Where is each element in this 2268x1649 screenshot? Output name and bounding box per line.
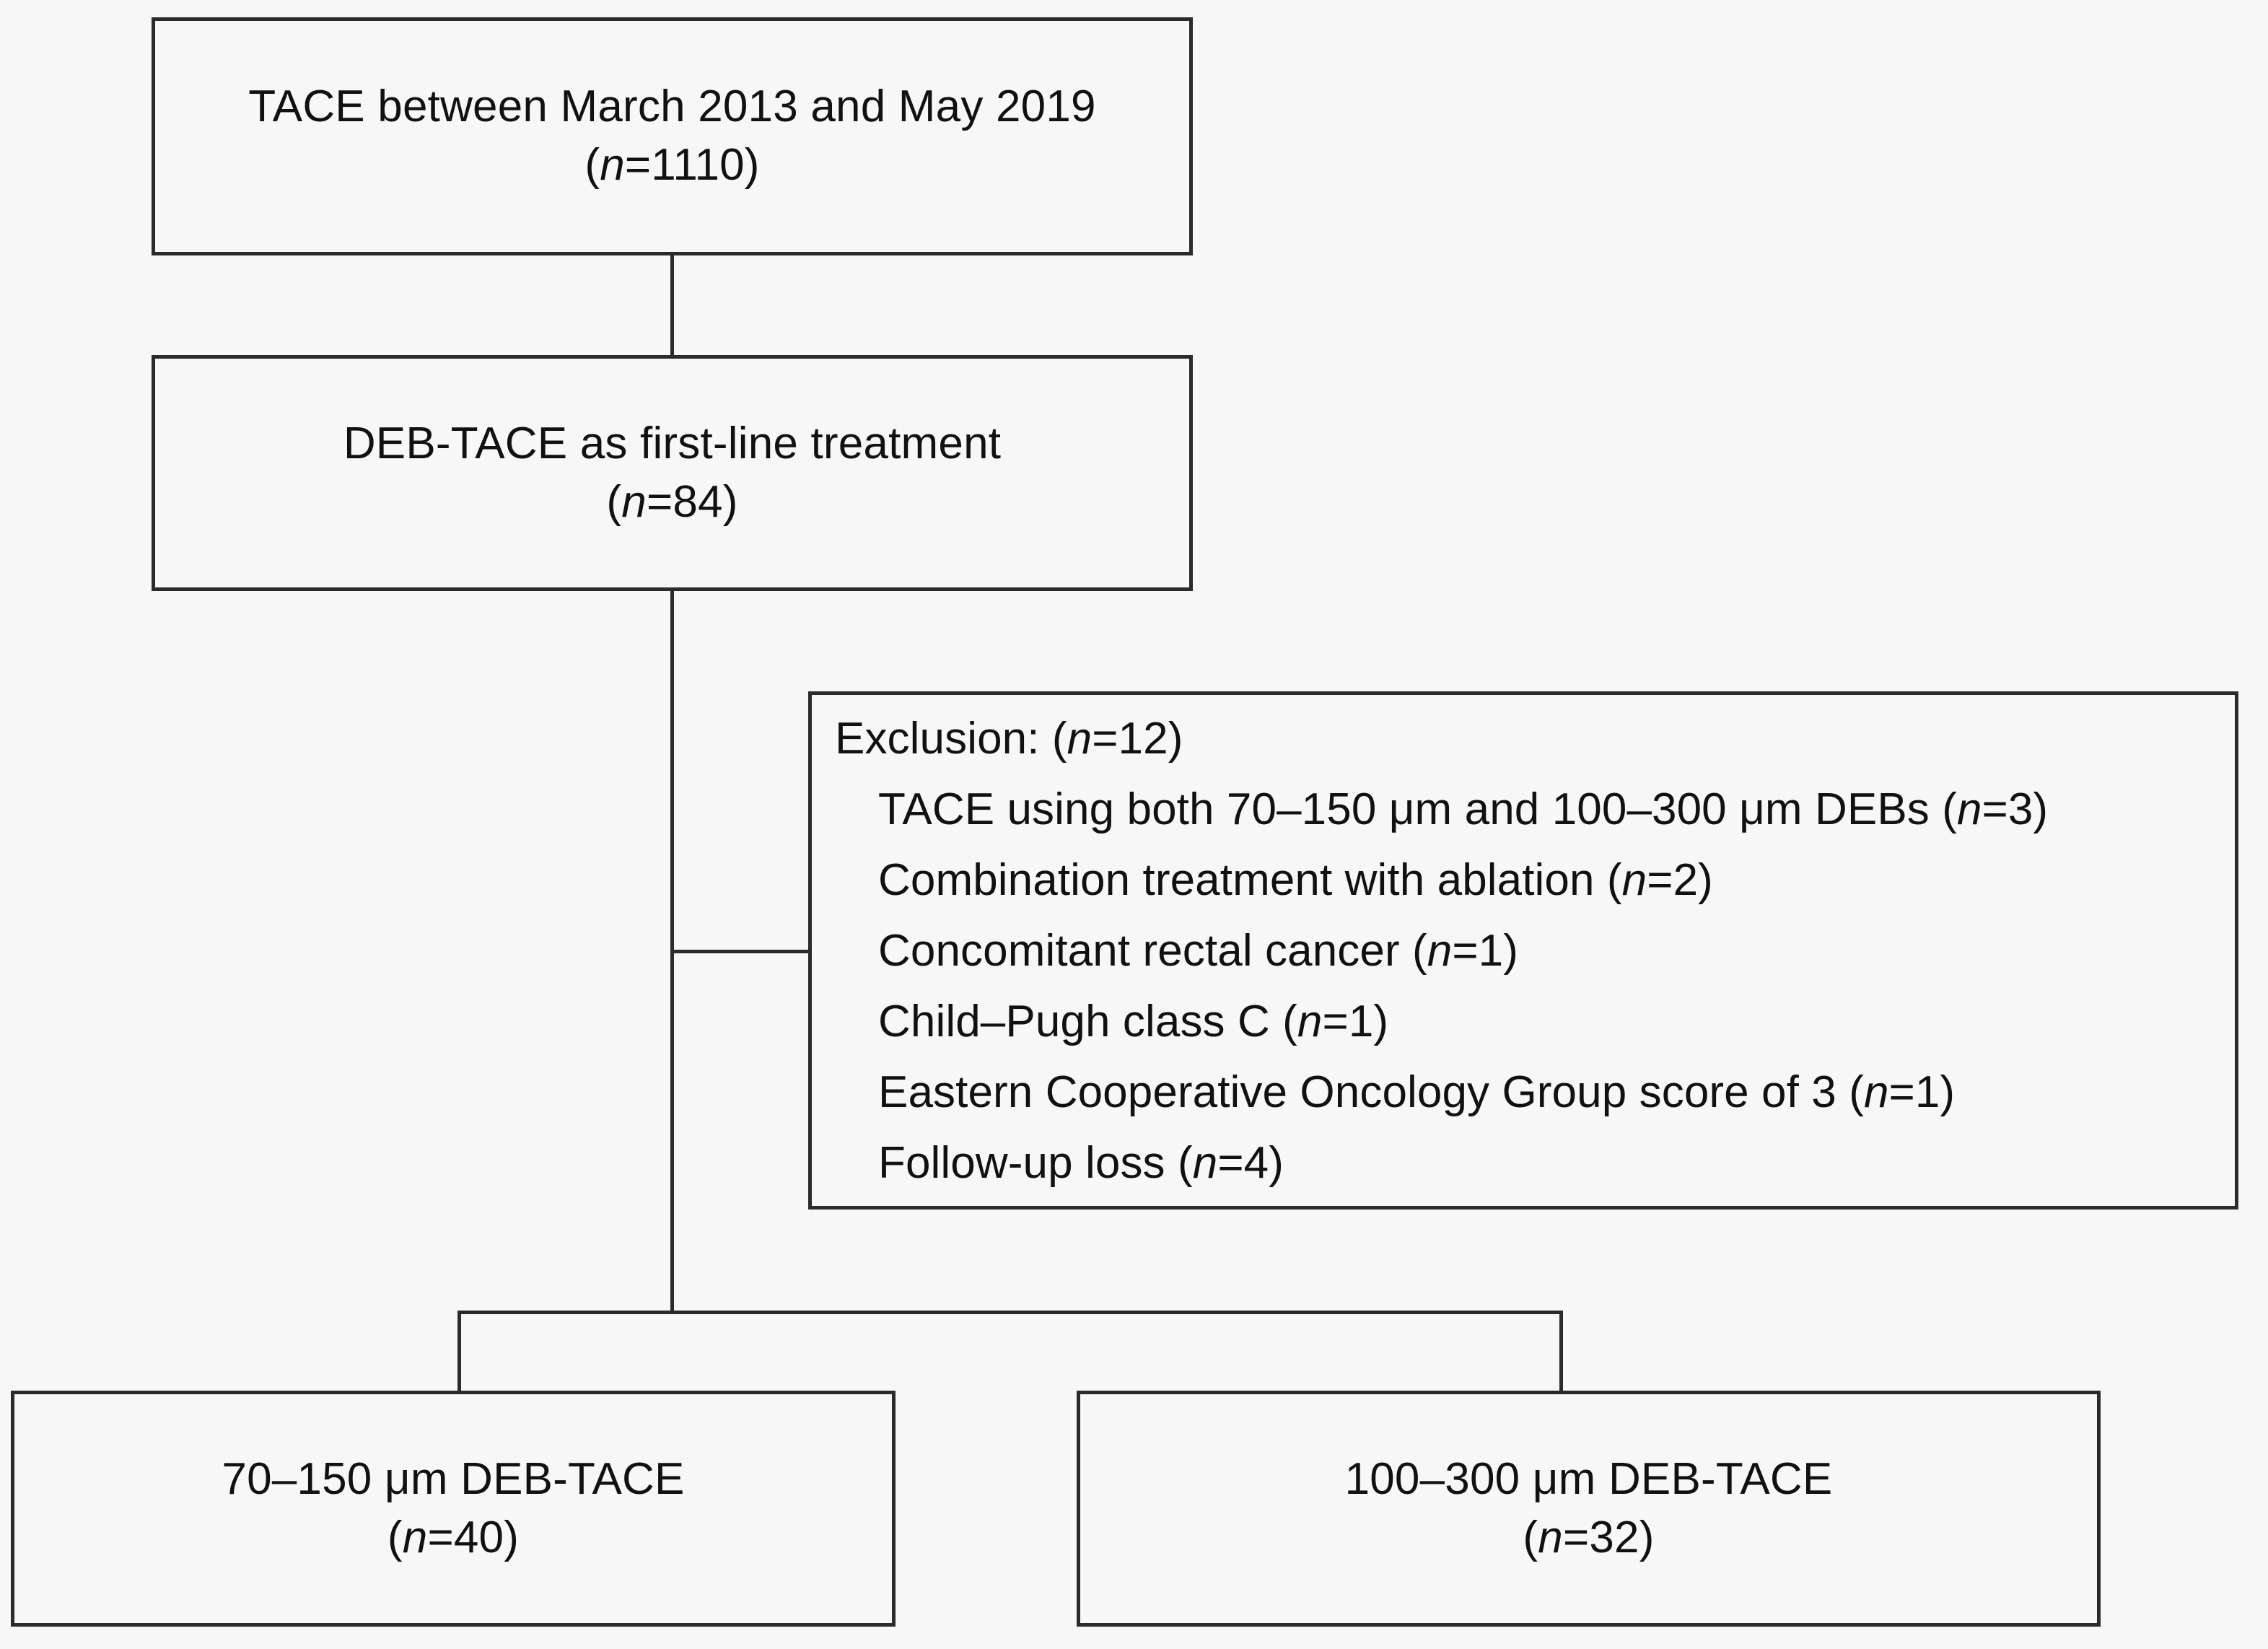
exclusion-item-count: =4) — [1217, 1138, 1284, 1188]
count-italic-n: n — [621, 476, 647, 527]
node-total-tace-count: (n=1110) — [584, 136, 759, 195]
exclusion-item: Concomitant rectal cancer (n=1) — [835, 929, 1518, 974]
exclusion-heading-italic-n: n — [1067, 714, 1093, 764]
exclusion-item-text: Combination treatment with ablation ( — [878, 855, 1622, 905]
connector-split-bar — [457, 1311, 1563, 1314]
exclusion-item-italic-n: n — [1863, 1067, 1889, 1117]
node-large-deb-arm-line1: 100–300 μm DEB-TACE — [1344, 1453, 1833, 1504]
node-first-line-deb-tace-line1: DEB-TACE as first-line treatment — [343, 418, 1002, 468]
node-total-tace: TACE between March 2013 and May 2019 (n=… — [152, 17, 1193, 255]
count-value: =84) — [646, 476, 738, 527]
exclusion-item-text: TACE using both 70–150 μm and 100–300 μm… — [878, 784, 1957, 834]
count-value: =1110) — [624, 140, 760, 190]
exclusion-item-italic-n: n — [1427, 926, 1453, 976]
count-value: =40) — [427, 1512, 520, 1562]
node-first-line-deb-tace: DEB-TACE as first-line treatment (n=84) — [152, 355, 1193, 591]
node-large-deb-arm-count: (n=32) — [1523, 1509, 1654, 1567]
connector-to-exclusion — [670, 950, 810, 953]
exclusion-item: Child–Pugh class C (n=1) — [835, 1000, 1388, 1044]
exclusion-item-count: =1) — [1888, 1067, 1956, 1117]
connector-top-to-second — [670, 254, 674, 357]
node-total-tace-line1: TACE between March 2013 and May 2019 — [248, 82, 1096, 132]
node-small-deb-arm-count: (n=40) — [388, 1509, 519, 1567]
connector-split-right — [1559, 1311, 1563, 1392]
exclusion-item: TACE using both 70–150 μm and 100–300 μm… — [835, 787, 2048, 832]
exclusion-item-text: Concomitant rectal cancer ( — [878, 926, 1427, 976]
exclusion-item: Follow-up loss (n=4) — [835, 1141, 1284, 1186]
node-large-deb-arm: 100–300 μm DEB-TACE (n=32) — [1077, 1391, 2101, 1627]
exclusion-item: Eastern Cooperative Oncology Group score… — [835, 1070, 1955, 1115]
count-italic-n: n — [402, 1512, 428, 1562]
exclusion-heading: Exclusion: (n=12) — [835, 717, 1183, 761]
exclusion-item-text: Follow-up loss ( — [878, 1138, 1193, 1188]
exclusion-heading-suffix: =12) — [1092, 714, 1183, 764]
count-value: =32) — [1562, 1512, 1655, 1562]
exclusion-item-text: Child–Pugh class C ( — [878, 997, 1297, 1046]
connector-split-left — [457, 1311, 461, 1392]
exclusion-item-count: =3) — [1982, 784, 2049, 834]
node-small-deb-arm-line1: 70–150 μm DEB-TACE — [222, 1453, 685, 1504]
exclusion-item-count: =2) — [1647, 855, 1713, 905]
count-open-paren: ( — [584, 140, 600, 190]
exclusion-item-count: =1) — [1322, 997, 1389, 1046]
node-exclusion-list: Exclusion: (n=12) TACE using both 70–150… — [808, 691, 2238, 1210]
count-open-paren: ( — [387, 1512, 403, 1562]
exclusion-item-count: =1) — [1452, 926, 1519, 976]
exclusion-heading-prefix: Exclusion: ( — [835, 714, 1067, 764]
count-italic-n: n — [600, 140, 625, 190]
exclusion-item-italic-n: n — [1192, 1138, 1218, 1188]
exclusion-item-italic-n: n — [1956, 784, 1982, 834]
node-first-line-deb-tace-count: (n=84) — [606, 473, 737, 532]
count-open-paren: ( — [1523, 1512, 1538, 1562]
exclusion-item-italic-n: n — [1621, 855, 1647, 905]
exclusion-item-italic-n: n — [1297, 997, 1323, 1046]
node-small-deb-arm: 70–150 μm DEB-TACE (n=40) — [11, 1391, 896, 1627]
count-open-paren: ( — [606, 476, 622, 527]
exclusion-item-text: Eastern Cooperative Oncology Group score… — [878, 1067, 1864, 1117]
count-italic-n: n — [1538, 1512, 1563, 1562]
exclusion-item: Combination treatment with ablation (n=2… — [835, 858, 1713, 903]
